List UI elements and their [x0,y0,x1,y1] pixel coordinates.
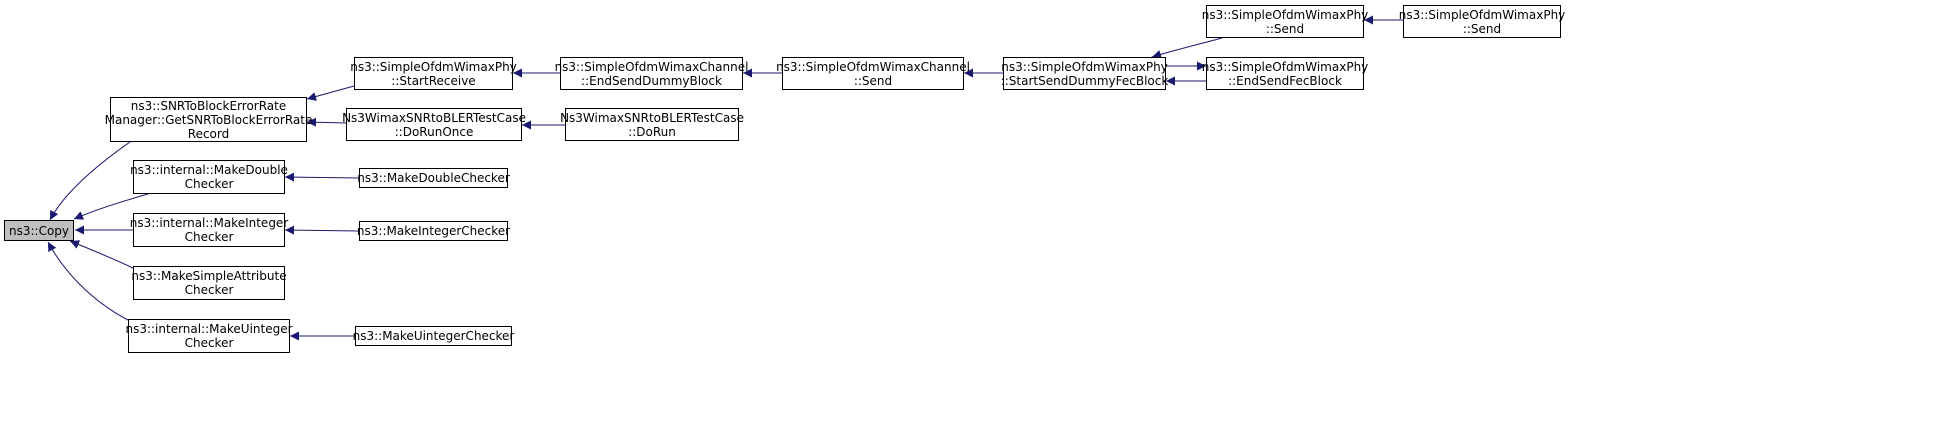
node-label-line: ::EndSendFecBlock [1228,73,1342,88]
node-label-line: ns3::Copy [8,223,70,238]
node-label-line: ns3::SimpleOfdmWimaxPhy [1398,7,1566,22]
node-test-do-run[interactable]: Ns3WimaxSNRtoBLERTestCase::DoRun [560,108,744,141]
edge-make-integer-checker-to-int-make-integer [284,225,360,235]
node-label-line: ns3::MakeDoubleChecker [357,171,510,185]
node-label-line: ns3::MakeSimpleAttribute [131,269,287,283]
edge-test-do-run-once-to-snr-get [306,117,347,127]
node-label-line: ::DoRun [628,124,676,139]
edge-make-simple-attr-to-copy [69,240,134,269]
edge-phy-send-1-to-phy-start-send-dummy-fec [1151,37,1223,59]
edge-int-make-uinteger-to-copy [47,241,129,321]
node-phy-start-send-dummy-fec[interactable]: ns3::SimpleOfdmWimaxPhy::StartSendDummyF… [1000,57,1169,90]
node-label-line: ns3::SimpleOfdmWimaxPhy [350,59,517,74]
node-make-double-checker[interactable]: ns3::MakeDoubleChecker [357,168,510,188]
node-label-line: Checker [184,283,234,297]
node-label-line: ::EndSendDummyBlock [581,73,722,88]
node-label-line: ::StartSendDummyFecBlock [1000,73,1169,88]
node-label-line: Checker [184,336,234,350]
node-label-line: ns3::SimpleOfdmWimaxPhy [1001,59,1168,74]
node-label-line: ::Send [853,73,893,88]
node-label-line: ns3::SimpleOfdmWimaxPhy [1201,7,1369,22]
edge-snr-get-to-copy [49,141,131,221]
node-phy-start-receive[interactable]: ns3::SimpleOfdmWimaxPhy::StartReceive [350,57,517,90]
node-label-line: ::Send [1462,21,1502,36]
node-label-line: ::Send [1265,21,1305,36]
node-label-line: ::DoRunOnce [394,124,474,139]
edge-make-double-checker-to-int-make-double [284,172,360,182]
edge-phy-start-receive-to-snr-get [306,85,355,101]
node-chan-send[interactable]: ns3::SimpleOfdmWimaxChannel::Send [776,57,970,90]
node-test-do-run-once[interactable]: Ns3WimaxSNRtoBLERTestCase::DoRunOnce [342,108,526,141]
node-label-line: Record [187,126,230,141]
node-label-line: ns3::MakeUintegerChecker [352,329,515,343]
node-make-integer-checker[interactable]: ns3::MakeIntegerChecker [356,221,511,241]
node-label-line: Ns3WimaxSNRtoBLERTestCase [342,110,526,125]
node-label-line: Checker [184,230,234,244]
node-label-line: Ns3WimaxSNRtoBLERTestCase [560,110,744,125]
node-phy-end-send-fec[interactable]: ns3::SimpleOfdmWimaxPhy::EndSendFecBlock [1202,57,1368,90]
node-label-line: ns3::internal::MakeUinteger [125,322,293,336]
node-phy-send-2[interactable]: ns3::SimpleOfdmWimaxPhy::Send [1399,5,1565,38]
node-label-line: ns3::internal::MakeDouble [130,163,288,177]
node-label-line: ns3::MakeIntegerChecker [356,224,511,238]
node-copy: ns3::Copy [4,220,74,241]
node-chan-end-send-dummy[interactable]: ns3::SimpleOfdmWimaxChannel::EndSendDumm… [555,57,748,90]
node-label-line: Manager::GetSNRToBlockErrorRate [104,112,313,127]
node-label-line: ns3::SimpleOfdmWimaxPhy [1201,59,1369,74]
node-label-line: ns3::SNRToBlockErrorRate [130,98,287,113]
node-label-line: ns3::SimpleOfdmWimaxChannel [776,59,970,74]
node-label-line: Checker [184,177,234,191]
node-label-line: ns3::SimpleOfdmWimaxChannel [554,59,749,74]
node-label-line: ::StartReceive [391,73,476,88]
node-phy-send-1[interactable]: ns3::SimpleOfdmWimaxPhy::Send [1202,5,1368,38]
node-label-line: ns3::internal::MakeInteger [129,216,289,230]
edge-int-make-double-to-copy [73,193,149,220]
node-make-uinteger-checker[interactable]: ns3::MakeUintegerChecker [352,326,515,346]
edge-layer [47,15,1403,341]
